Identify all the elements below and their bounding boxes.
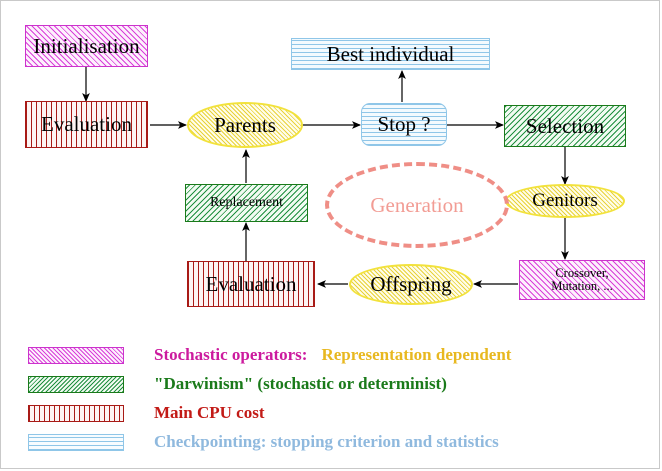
legend-row-stochastic-operators: Stochastic operators: Representation dep… (28, 342, 511, 368)
node-selection[interactable]: Selection (504, 105, 626, 147)
node-crossover-mutation[interactable]: Crossover, Mutation, ... (519, 260, 645, 300)
legend-label-main-cpu-cost: Main CPU cost (154, 403, 265, 422)
node-crossover-label-line2: Mutation, ... (551, 279, 613, 293)
legend-swatch-blue (28, 433, 124, 451)
node-evaluation-bottom-label: Evaluation (205, 271, 297, 296)
node-initialisation[interactable]: Initialisation (25, 25, 148, 67)
node-generation: Generation (325, 162, 509, 248)
node-initialisation-label: Initialisation (33, 33, 140, 58)
node-evaluation-top[interactable]: Evaluation (25, 101, 148, 148)
node-generation-label: Generation (370, 192, 464, 217)
node-replacement-label: Replacement (209, 194, 284, 210)
node-offspring-label: Offspring (370, 272, 452, 297)
legend-label-checkpointing: Checkpointing: stopping criterion and st… (154, 432, 499, 451)
node-parents-label: Parents (214, 112, 276, 137)
node-stop-label: Stop ? (377, 112, 431, 137)
node-selection-label: Selection (525, 113, 605, 138)
node-stop[interactable]: Stop ? (361, 103, 447, 146)
node-offspring[interactable]: Offspring (349, 264, 473, 305)
node-best-individual-label: Best individual (326, 41, 455, 66)
node-evaluation-bottom[interactable]: Evaluation (187, 261, 315, 307)
legend-swatch-green (28, 375, 124, 393)
node-parents[interactable]: Parents (187, 102, 303, 148)
node-genitors-label: Genitors (532, 190, 598, 212)
legend: Stochastic operators: Representation dep… (0, 336, 662, 471)
legend-row-darwinism: "Darwinism" (stochastic or determinist) (28, 371, 447, 397)
node-best-individual[interactable]: Best individual (291, 38, 490, 70)
legend-row-checkpointing: Checkpointing: stopping criterion and st… (28, 429, 499, 455)
legend-swatch-magenta (28, 346, 124, 364)
legend-row-main-cpu-cost: Main CPU cost (28, 400, 264, 426)
node-crossover-label-line1: Crossover, (555, 265, 609, 280)
legend-swatch-red (28, 404, 124, 422)
legend-label-representation-dependent: Representation dependent (321, 345, 512, 364)
node-genitors[interactable]: Genitors (505, 184, 625, 218)
legend-label-darwinism: "Darwinism" (stochastic or determinist) (154, 374, 447, 393)
node-evaluation-top-label: Evaluation (41, 112, 132, 137)
node-replacement[interactable]: Replacement (185, 184, 308, 222)
legend-label-stochastic-operators: Stochastic operators: (154, 345, 308, 364)
